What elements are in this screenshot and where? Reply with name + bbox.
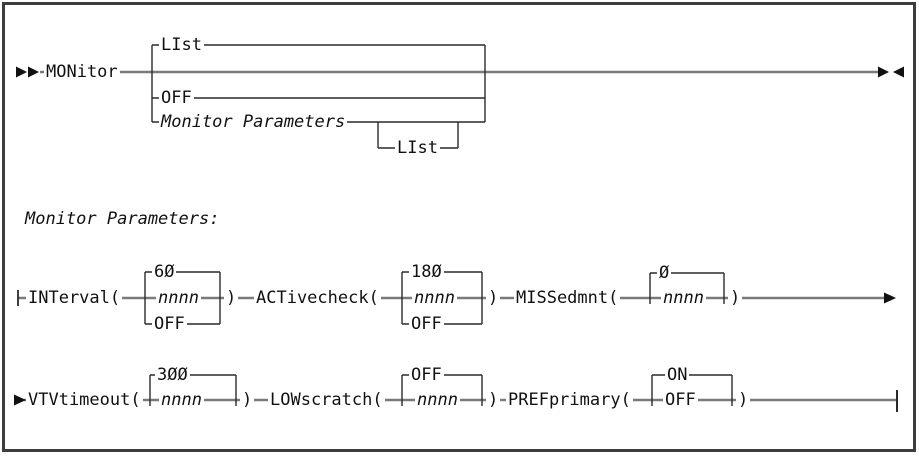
keyword-interval: INTerval( xyxy=(26,287,123,309)
end-arrow-icon xyxy=(878,66,889,78)
default-value: 18Ø xyxy=(409,261,444,283)
begin-arrow-icon xyxy=(28,66,39,78)
close-paren: ) xyxy=(240,389,255,411)
interval-choice-stack xyxy=(144,271,221,325)
variable-nnnn: nnnn xyxy=(159,389,204,411)
fragment-heading: Monitor Parameters: xyxy=(25,209,220,229)
keyword-prefprimary: PREFprimary( xyxy=(506,389,633,411)
variable-nnnn: nnnn xyxy=(156,287,201,309)
variable-nnnn: nnnn xyxy=(415,389,460,411)
choice-list: LIst xyxy=(159,34,204,56)
alt-value-off: OFF xyxy=(409,313,444,335)
close-paren: ) xyxy=(728,287,743,309)
activecheck-choice-stack xyxy=(401,271,483,325)
continuation-start-arrow-icon xyxy=(14,394,26,406)
end-arrow-icon xyxy=(893,66,904,78)
default-value: 3ØØ xyxy=(155,364,190,386)
variable-nnnn: nnnn xyxy=(661,287,706,309)
keyword-missedmnt: MISSedmnt( xyxy=(514,287,621,309)
fragment-reference: Monitor Parameters xyxy=(159,111,348,133)
default-value-off: OFF xyxy=(409,364,444,386)
default-value-on: ON xyxy=(665,364,690,386)
choice-off: OFF xyxy=(159,87,194,109)
command-choice-branch xyxy=(151,44,486,123)
close-paren: ) xyxy=(486,287,501,309)
diagram-frame xyxy=(2,2,916,452)
keyword-vtvtimeout: VTVtimeout( xyxy=(26,389,143,411)
loop-option-list: LIst xyxy=(395,137,440,159)
keyword-activecheck: ACTivecheck( xyxy=(254,287,381,309)
close-paren: ) xyxy=(736,389,751,411)
close-paren: ) xyxy=(486,389,501,411)
keyword-lowscratch: LOWscratch( xyxy=(268,389,385,411)
command-keyword: MONitor xyxy=(44,61,120,83)
begin-arrow-icon xyxy=(16,66,27,78)
default-value: 6Ø xyxy=(152,261,177,283)
variable-nnnn: nnnn xyxy=(412,287,457,309)
choice-off: OFF xyxy=(663,389,698,411)
close-paren: ) xyxy=(224,287,239,309)
continue-arrow-icon xyxy=(884,292,896,304)
default-value: Ø xyxy=(657,262,672,284)
alt-value-off: OFF xyxy=(152,313,187,335)
